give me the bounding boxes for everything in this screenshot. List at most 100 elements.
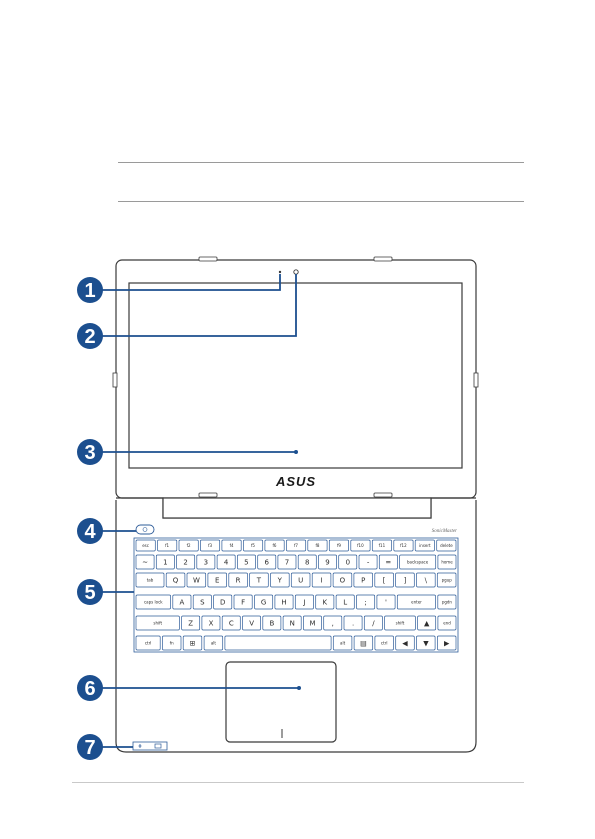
key-0-5[interactable]: f5: [243, 540, 262, 551]
key-1-14[interactable]: home: [438, 555, 456, 569]
key-2-6[interactable]: Y: [271, 573, 290, 587]
key-5-9[interactable]: ▼: [417, 636, 436, 650]
key-3-6[interactable]: H: [275, 595, 293, 609]
key-2-10[interactable]: P: [354, 573, 373, 587]
key-2-9[interactable]: O: [333, 573, 352, 587]
key-2-0[interactable]: tab: [136, 573, 164, 587]
key-3-4[interactable]: F: [234, 595, 252, 609]
key-label: caps lock: [144, 600, 163, 605]
key-1-9[interactable]: 9: [319, 555, 337, 569]
key-3-7[interactable]: J: [295, 595, 313, 609]
key-0-10[interactable]: f10: [351, 540, 370, 551]
key-3-0[interactable]: caps lock: [136, 595, 171, 609]
key-4-4[interactable]: V: [243, 616, 261, 630]
key-1-12[interactable]: =: [379, 555, 397, 569]
key-2-14[interactable]: pgup: [437, 573, 456, 587]
key-1-4[interactable]: 4: [217, 555, 235, 569]
key-1-8[interactable]: 8: [298, 555, 316, 569]
callout-6: 6: [77, 675, 103, 701]
key-1-13[interactable]: backspace: [400, 555, 436, 569]
key-5-7[interactable]: ctrl: [375, 636, 394, 650]
key-0-6[interactable]: f6: [265, 540, 284, 551]
key-0-3[interactable]: f3: [200, 540, 219, 551]
key-5-3[interactable]: alt: [204, 636, 223, 650]
key-1-6[interactable]: 6: [258, 555, 276, 569]
key-3-3[interactable]: D: [214, 595, 232, 609]
key-1-11[interactable]: -: [359, 555, 377, 569]
key-label: F: [241, 599, 245, 607]
key-2-13[interactable]: \: [417, 573, 436, 587]
key-3-13[interactable]: pgdn: [438, 595, 456, 609]
key-5-6[interactable]: ▤: [354, 636, 373, 650]
key-label: N: [290, 620, 295, 628]
key-1-3[interactable]: 3: [197, 555, 215, 569]
key-0-2[interactable]: f2: [179, 540, 198, 551]
key-4-2[interactable]: X: [202, 616, 220, 630]
key-4-10[interactable]: /: [364, 616, 382, 630]
key-2-12[interactable]: ]: [396, 573, 415, 587]
key-1-1[interactable]: 1: [156, 555, 174, 569]
key-0-4[interactable]: f4: [222, 540, 241, 551]
key-label: .: [352, 620, 354, 628]
key-0-0[interactable]: esc: [136, 540, 155, 551]
key-3-1[interactable]: A: [173, 595, 191, 609]
key-4-11[interactable]: shift: [385, 616, 416, 630]
key-5-10[interactable]: ▶: [437, 636, 456, 650]
key-2-8[interactable]: I: [312, 573, 331, 587]
key-2-1[interactable]: Q: [166, 573, 185, 587]
key-3-8[interactable]: K: [316, 595, 334, 609]
key-0-7[interactable]: f7: [286, 540, 305, 551]
key-0-13[interactable]: insert: [415, 540, 434, 551]
key-label: ~: [142, 559, 148, 567]
key-2-5[interactable]: T: [250, 573, 269, 587]
svg-text:6: 6: [84, 678, 95, 700]
key-label: pgdn: [442, 600, 453, 605]
key-4-8[interactable]: ,: [324, 616, 342, 630]
key-label: alt: [340, 641, 346, 646]
key-0-1[interactable]: f1: [158, 540, 177, 551]
key-1-0[interactable]: ~: [136, 555, 154, 569]
key-label: 2: [183, 559, 187, 567]
key-5-5[interactable]: alt: [333, 636, 352, 650]
key-1-2[interactable]: 2: [177, 555, 195, 569]
touchpad[interactable]: [226, 662, 336, 742]
key-1-10[interactable]: 0: [339, 555, 357, 569]
key-2-4[interactable]: R: [229, 573, 248, 587]
key-3-2[interactable]: S: [193, 595, 211, 609]
key-label: backspace: [407, 560, 429, 565]
key-5-8[interactable]: ◀: [396, 636, 415, 650]
key-4-0[interactable]: shift: [136, 616, 179, 630]
key-4-9[interactable]: .: [344, 616, 362, 630]
key-2-11[interactable]: [: [375, 573, 394, 587]
key-3-10[interactable]: ;: [357, 595, 375, 609]
key-2-3[interactable]: E: [208, 573, 227, 587]
key-4-6[interactable]: N: [283, 616, 301, 630]
key-3-5[interactable]: G: [255, 595, 273, 609]
key-4-12[interactable]: ▲: [418, 616, 436, 630]
key-label: [: [383, 577, 386, 585]
key-1-5[interactable]: 5: [237, 555, 255, 569]
key-0-9[interactable]: f9: [329, 540, 348, 551]
key-5-4[interactable]: [225, 636, 331, 650]
key-0-14[interactable]: delete: [437, 540, 456, 551]
key-0-11[interactable]: f11: [372, 540, 391, 551]
power-button[interactable]: [136, 525, 154, 534]
key-4-13[interactable]: end: [438, 616, 456, 630]
key-3-11[interactable]: ': [377, 595, 395, 609]
key-4-1[interactable]: Z: [182, 616, 200, 630]
key-4-7[interactable]: M: [303, 616, 321, 630]
key-4-5[interactable]: B: [263, 616, 281, 630]
key-label: S: [200, 599, 205, 607]
key-5-0[interactable]: ctrl: [136, 636, 160, 650]
key-5-2[interactable]: ⊞: [183, 636, 202, 650]
key-2-2[interactable]: W: [187, 573, 206, 587]
key-0-8[interactable]: f8: [308, 540, 327, 551]
key-label: f5: [251, 543, 255, 548]
key-3-12[interactable]: enter: [397, 595, 435, 609]
key-3-9[interactable]: L: [336, 595, 354, 609]
key-0-12[interactable]: f12: [394, 540, 413, 551]
key-5-1[interactable]: fn: [162, 636, 181, 650]
key-4-3[interactable]: C: [222, 616, 240, 630]
key-2-7[interactable]: U: [291, 573, 310, 587]
key-1-7[interactable]: 7: [278, 555, 296, 569]
